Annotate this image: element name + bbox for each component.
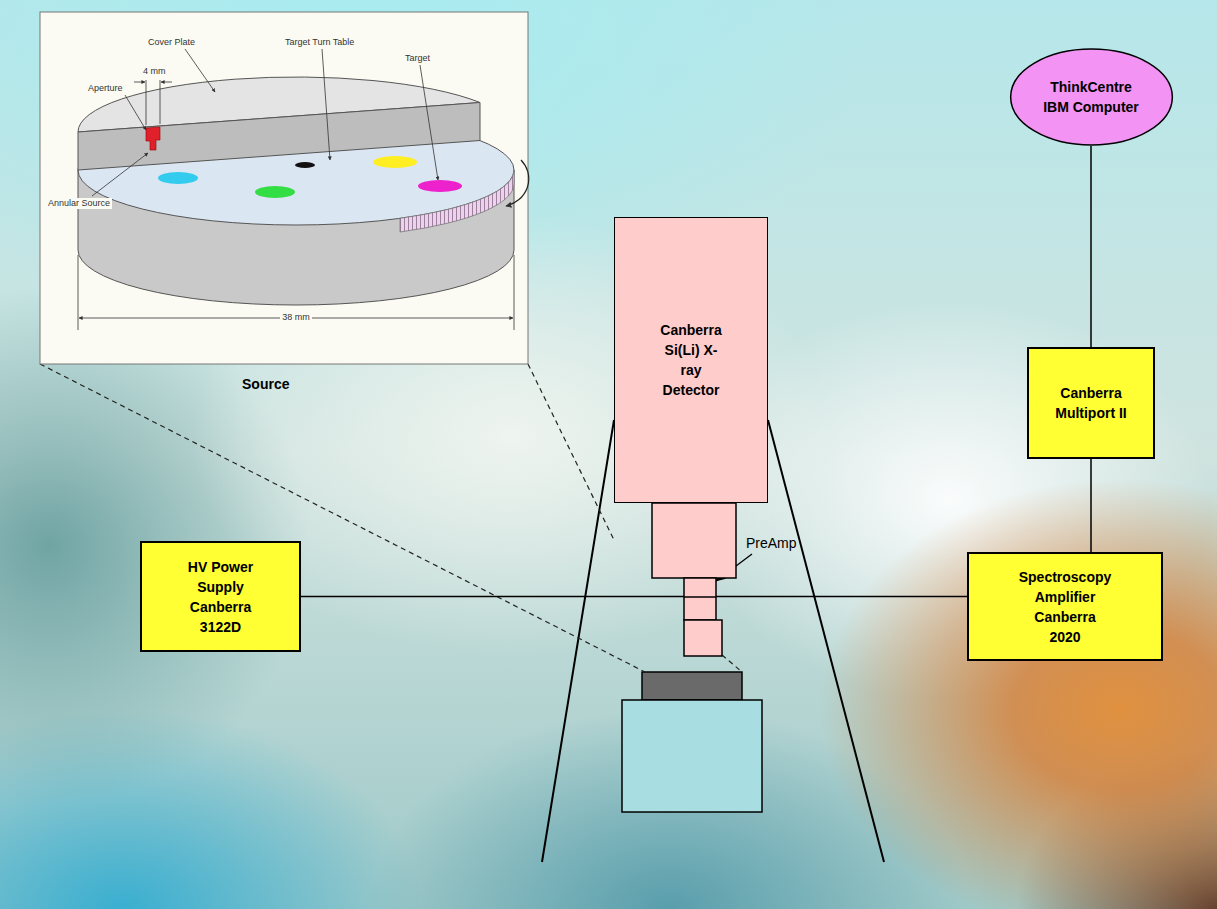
- part-label: Cover Plate: [148, 37, 195, 48]
- ellipse-outline: [1009, 48, 1174, 146]
- signal-wire: [684, 596, 716, 598]
- leader-line: [92, 153, 148, 196]
- interface-box: Canberra Multiport II: [1027, 347, 1155, 459]
- dimension-arrow: [312, 318, 513, 319]
- source-cap: [642, 672, 742, 700]
- part-label: Target: [405, 53, 430, 64]
- node-text: Canberra Multiport II: [1045, 383, 1137, 423]
- computer-ellipse: ThinkCentre IBM Computer: [1009, 48, 1174, 146]
- ellipse-shape: [1010, 49, 1172, 145]
- zoom-line: [722, 655, 742, 672]
- detector-box: Canberra Si(Li) X-ray Detector: [614, 217, 768, 503]
- dimension-line: [146, 80, 147, 125]
- part-label: Aperture: [88, 83, 123, 94]
- dimension-line: [160, 80, 161, 124]
- preamp-box: [684, 578, 716, 620]
- dimension-line: [78, 255, 79, 330]
- target-disc: [255, 186, 295, 198]
- target-disc: [418, 180, 462, 192]
- part-label: Target Turn Table: [285, 37, 354, 48]
- leader-line: [420, 65, 438, 180]
- inset-panel: [40, 12, 528, 364]
- leader-line: [125, 95, 146, 130]
- zoom-line: [40, 364, 645, 672]
- part-label: Annular Source: [46, 198, 112, 209]
- connector-line: [1090, 146, 1092, 347]
- connector-line: [1090, 459, 1092, 552]
- node-text: HV Power Supply Canberra 3122D: [181, 557, 261, 637]
- dimension-line: [514, 255, 515, 330]
- stand-leg: [768, 420, 884, 862]
- detector-snout: [684, 620, 722, 656]
- detector-housing: [652, 503, 736, 578]
- leader-line: [322, 49, 330, 160]
- dimension-arrow: [161, 82, 172, 83]
- part-label: PreAmp: [746, 534, 797, 552]
- gear-teeth: [400, 170, 514, 232]
- annular-source: [146, 127, 160, 150]
- target-disc: [158, 172, 198, 184]
- target-disc: [373, 156, 417, 168]
- amplifier-box: Spectroscopy Amplifier Canberra 2020: [967, 552, 1163, 661]
- dimension-label: 38 mm: [280, 312, 312, 323]
- leader-line: [185, 49, 215, 92]
- zoom-line: [528, 364, 614, 540]
- node-text: Canberra Si(Li) X-ray Detector: [655, 320, 727, 400]
- inset-title: Source: [242, 375, 289, 393]
- dimension-label: 4 mm: [143, 66, 166, 77]
- rotation-arrow: [506, 160, 529, 206]
- connector-line: [301, 503, 691, 597]
- target-disc: [295, 162, 315, 168]
- dimension-arrow: [134, 82, 145, 83]
- node-text: ThinkCentre IBM Computer: [1037, 77, 1145, 117]
- node-text: Spectroscopy Amplifier Canberra 2020: [1018, 567, 1113, 647]
- cover-plate-wall: [78, 103, 480, 171]
- stand-leg: [542, 420, 614, 862]
- source-holder: [622, 700, 762, 812]
- dimension-arrow: [79, 318, 280, 319]
- power-supply-box: HV Power Supply Canberra 3122D: [140, 541, 301, 652]
